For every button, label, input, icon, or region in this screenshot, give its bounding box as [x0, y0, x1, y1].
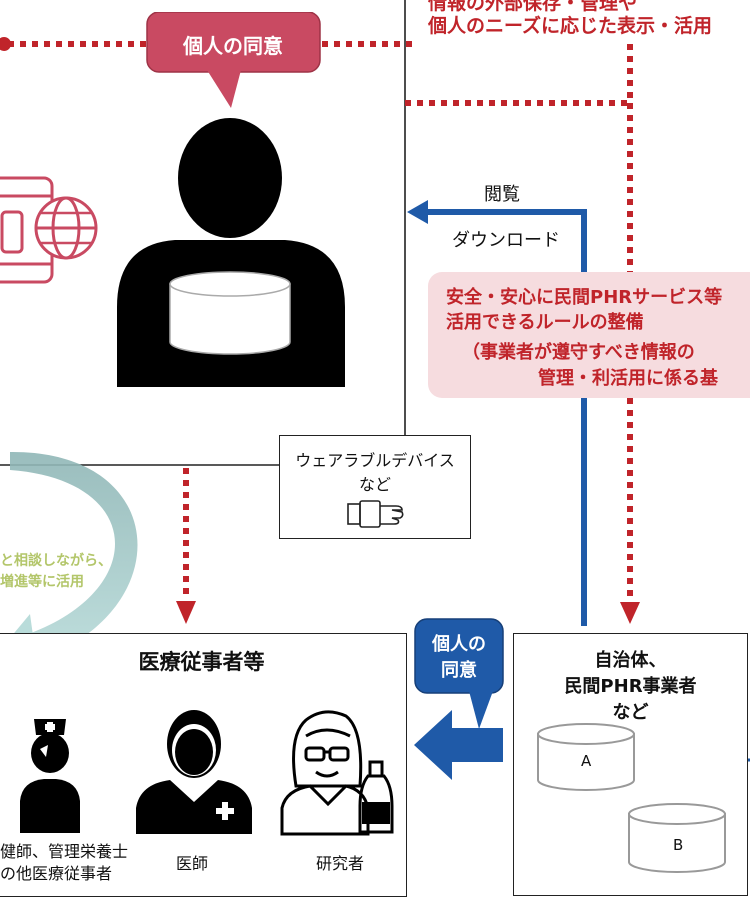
rule-box — [428, 272, 750, 398]
consent-bubble-top — [146, 12, 321, 108]
top-caption-line2: 個人のニーズに応じた表示・活用 — [428, 15, 713, 37]
rule-line3: （事業者が遵守すべき情報の — [462, 342, 695, 363]
smartphone-globe-icon — [0, 176, 98, 284]
provider-line3: など — [612, 702, 649, 723]
consent-bottom-line2: 同意 — [441, 660, 477, 681]
rule-line1: 安全・安心に民間PHRサービス等 — [446, 287, 723, 308]
curve-text-line1: と相談しながら、 — [0, 553, 112, 569]
download-label: ダウンロード — [452, 230, 560, 251]
browse-label: 閲覧 — [484, 184, 520, 205]
dotted-line-endpoint — [0, 37, 11, 51]
teal-curved-arrow — [10, 451, 138, 668]
database-b-label: B — [673, 836, 684, 854]
wristwatch-icon — [347, 500, 404, 528]
rule-line4: 管理・利活用に係る基 — [538, 368, 718, 389]
medical-title: 医療従事者等 — [138, 650, 265, 674]
blue-arrowhead-download — [407, 200, 428, 224]
caption-doctor: 医師 — [176, 854, 209, 873]
curve-text-line2: 増進等に活用 — [0, 574, 84, 590]
nurse-icon — [20, 719, 80, 833]
database-a-icon — [537, 723, 635, 791]
caption-researcher: 研究者 — [316, 854, 365, 873]
wearable-line1: ウェアラブルデバイス — [295, 451, 455, 470]
blue-arrow-to-medical — [414, 710, 503, 780]
database-a-label: A — [581, 752, 592, 770]
consent-label-top: 個人の同意 — [183, 34, 283, 58]
dotted-arrowhead-provider — [620, 602, 640, 624]
database-pair — [537, 723, 726, 873]
consent-bubble-bottom — [414, 618, 504, 729]
researcher-icon — [280, 710, 394, 836]
wearable-line2: など — [358, 475, 391, 494]
doctor-icon — [136, 710, 252, 834]
provider-line1: 自治体、 — [594, 650, 667, 671]
database-b-icon — [628, 803, 726, 873]
person-icon — [117, 118, 345, 387]
rule-line2: 活用できるルールの整備 — [446, 312, 644, 333]
caption-nurse-line2: の他医療従事者 — [0, 864, 113, 883]
data-cylinder-icon — [169, 271, 291, 355]
top-caption-line1: 情報の外部保存・管理や — [428, 0, 638, 14]
wearable-box — [279, 435, 471, 539]
consent-bottom-line1: 個人の — [432, 634, 486, 655]
caption-nurse-line1: 健師、管理栄養士 — [0, 842, 129, 861]
provider-line2: 民間PHR事業者 — [564, 676, 697, 697]
blue-line-download — [428, 209, 587, 626]
dotted-arrowhead-medical — [176, 601, 196, 624]
